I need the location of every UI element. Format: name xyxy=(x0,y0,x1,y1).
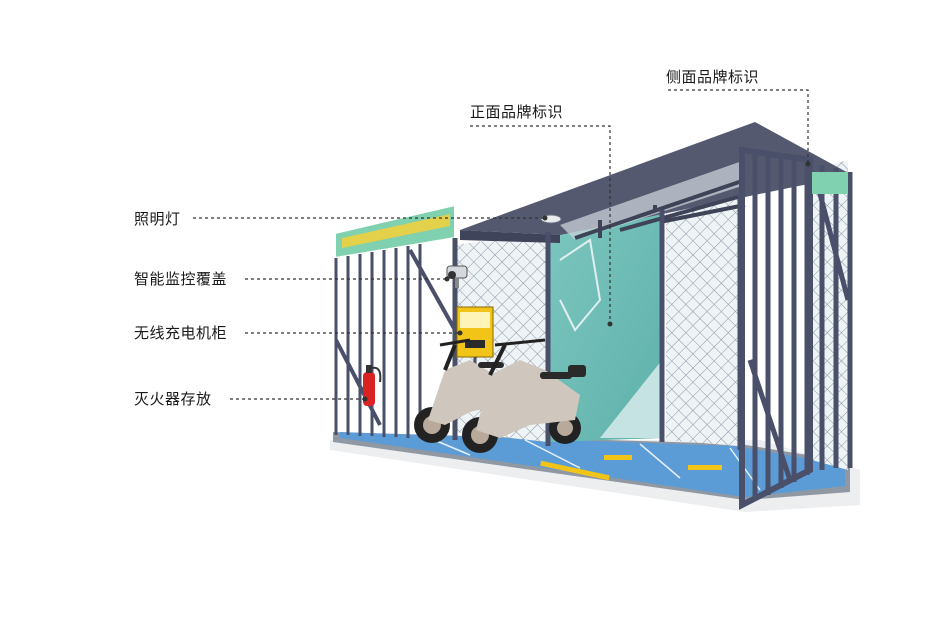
roof-skylight xyxy=(560,160,745,240)
leader-lines xyxy=(193,89,809,400)
side-brand-label: 侧面品牌标识 xyxy=(666,68,760,86)
wireless-cabinet-label: 无线充电机柜 xyxy=(134,324,228,342)
back-wall-lines xyxy=(559,238,602,332)
side-mesh-panel xyxy=(812,160,848,470)
left-diagonal-brace xyxy=(334,339,382,426)
front-signboard-text-strip xyxy=(342,214,450,248)
floor-yellow-text xyxy=(540,460,610,481)
right-frame-face xyxy=(739,146,813,510)
left-diagonal-brace-2 xyxy=(408,249,457,331)
floor-blue xyxy=(340,432,845,497)
side-diagonal-brace xyxy=(812,174,851,301)
lighting-label: 照明灯 xyxy=(134,210,181,228)
scooter-right xyxy=(462,338,586,453)
right-diagonal-brace xyxy=(747,359,793,481)
leader-endpoints xyxy=(362,161,811,402)
right-vertical-bars xyxy=(752,150,853,500)
front-brand-label: 正面品牌标识 xyxy=(470,103,564,121)
leader-side-brand xyxy=(668,89,809,162)
floor-yellow-mark-2 xyxy=(688,465,722,470)
back-teal-wall xyxy=(548,210,662,442)
smart-monitor-label: 智能监控覆盖 xyxy=(134,270,228,288)
roof-beams xyxy=(574,178,746,240)
side-brand-sign xyxy=(812,172,848,194)
monitor-camera xyxy=(446,265,468,288)
roof-front-edge xyxy=(460,230,560,243)
back-wall-pattern xyxy=(600,360,662,438)
right-mesh-panel xyxy=(666,198,738,446)
left-vertical-bars xyxy=(334,244,422,438)
extinguisher-label: 灭火器存放 xyxy=(134,390,212,408)
floor-yellow-mark-1 xyxy=(604,455,632,460)
leader-front-brand xyxy=(470,125,611,322)
